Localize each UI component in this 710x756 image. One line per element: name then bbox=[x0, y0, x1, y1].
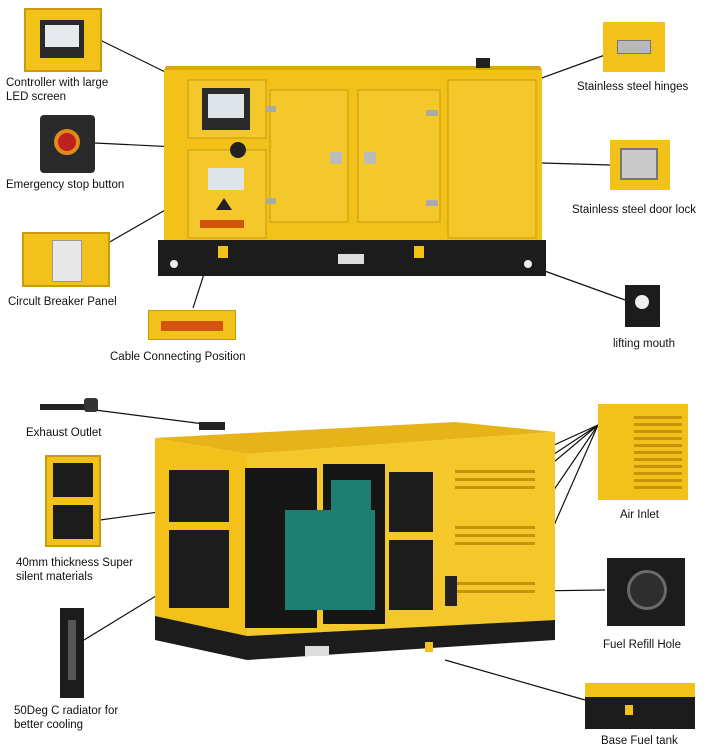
label-controller: Controller with large LED screen bbox=[6, 77, 109, 103]
label-fuel-refill: Fuel Refill Hole bbox=[603, 639, 681, 651]
label-emergency-stop: Emergency stop button bbox=[6, 179, 125, 191]
label-exhaust: Exhaust Outlet bbox=[26, 427, 102, 439]
exhaust-icon bbox=[40, 398, 98, 412]
hinge-icon bbox=[617, 40, 651, 54]
label-fuel-tank: Base Fuel tank bbox=[601, 735, 678, 747]
door-lock-thumbnail bbox=[610, 140, 670, 190]
radiator-icon bbox=[68, 620, 76, 680]
label-door-lock: Stainless steel door lock bbox=[572, 204, 697, 216]
label-hinges: Stainless steel hinges bbox=[577, 81, 689, 93]
fuel-tank-icon bbox=[585, 683, 695, 697]
fuel-tank-thumbnail bbox=[585, 683, 695, 729]
label-cable-position: Cable Connecting Position bbox=[110, 351, 246, 363]
generator-bottom bbox=[155, 420, 560, 680]
label-silent-materials: 40mm thickness Super silent materials bbox=[16, 557, 133, 583]
label-lifting-mouth: lifting mouth bbox=[613, 338, 676, 350]
hinges-thumbnail bbox=[603, 22, 665, 72]
generator-top bbox=[158, 58, 548, 283]
label-air-inlet: Air Inlet bbox=[620, 509, 659, 521]
label-radiator: 50Deg C radiator for better cooling bbox=[14, 705, 119, 731]
lifting-mouth-thumbnail bbox=[625, 285, 660, 327]
label-circuit-breaker: Circult Breaker Panel bbox=[8, 296, 117, 308]
silent-materials-thumbnail bbox=[45, 455, 101, 547]
breaker-panel-icon bbox=[52, 240, 82, 282]
air-inlet-thumbnail bbox=[598, 404, 688, 500]
fuel-cap-icon bbox=[627, 570, 667, 610]
fuel-refill-thumbnail bbox=[607, 558, 685, 626]
exhaust-thumbnail bbox=[40, 396, 102, 414]
radiator-thumbnail bbox=[60, 608, 84, 698]
cable-position-thumbnail bbox=[148, 310, 236, 340]
emergency-stop-icon bbox=[54, 129, 80, 155]
controller-icon bbox=[40, 20, 84, 58]
air-inlet-icon bbox=[634, 412, 682, 492]
controller-thumbnail bbox=[24, 8, 102, 72]
door-lock-icon bbox=[620, 148, 658, 180]
breaker-panel-thumbnail bbox=[22, 232, 110, 287]
emergency-stop-thumbnail bbox=[40, 115, 95, 173]
lifting-mouth-icon bbox=[635, 295, 649, 309]
